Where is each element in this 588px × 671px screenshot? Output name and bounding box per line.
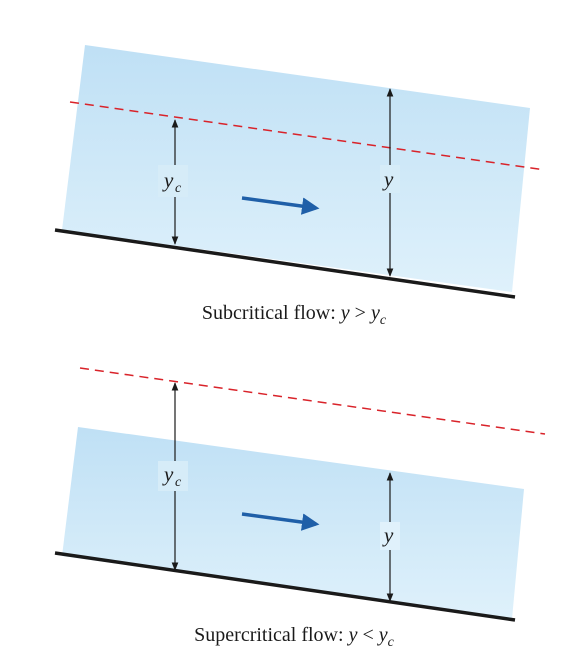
- critical-depth-subscript: c: [175, 181, 182, 196]
- caption-variable: y: [348, 624, 358, 646]
- critical-depth-subscript: c: [175, 475, 182, 490]
- caption-text: Supercritical flow:: [194, 624, 349, 646]
- supercritical-diagram: y c y: [54, 367, 546, 622]
- water-region: [62, 427, 524, 619]
- channel-bed: [54, 228, 516, 299]
- caption-rhs-subscript: c: [387, 635, 394, 650]
- critical-depth-label: y: [162, 168, 174, 192]
- critical-depth-label: y: [162, 462, 174, 486]
- flow-direction-arrow: [241, 512, 320, 531]
- critical-depth-line: [79, 367, 546, 435]
- caption-variable: y: [340, 302, 350, 324]
- flow-depth-label: y: [382, 523, 394, 547]
- supercritical-caption: Supercritical flow: y < yc: [0, 624, 588, 651]
- caption-rhs: y: [378, 624, 388, 646]
- flow-depth-label: y: [382, 167, 394, 191]
- water-region: [62, 45, 530, 292]
- caption-operator: <: [362, 624, 374, 646]
- subcritical-caption: Subcritical flow: y > yc: [0, 302, 588, 329]
- channel-bed: [54, 551, 516, 622]
- caption-rhs: y: [370, 302, 380, 324]
- critical-depth-line: [69, 101, 546, 171]
- flow-direction-arrow: [241, 196, 320, 215]
- caption-operator: >: [354, 302, 366, 324]
- caption-rhs-subscript: c: [379, 313, 387, 328]
- caption-text: Subcritical flow:: [201, 302, 341, 324]
- subcritical-diagram: y c y: [54, 45, 546, 299]
